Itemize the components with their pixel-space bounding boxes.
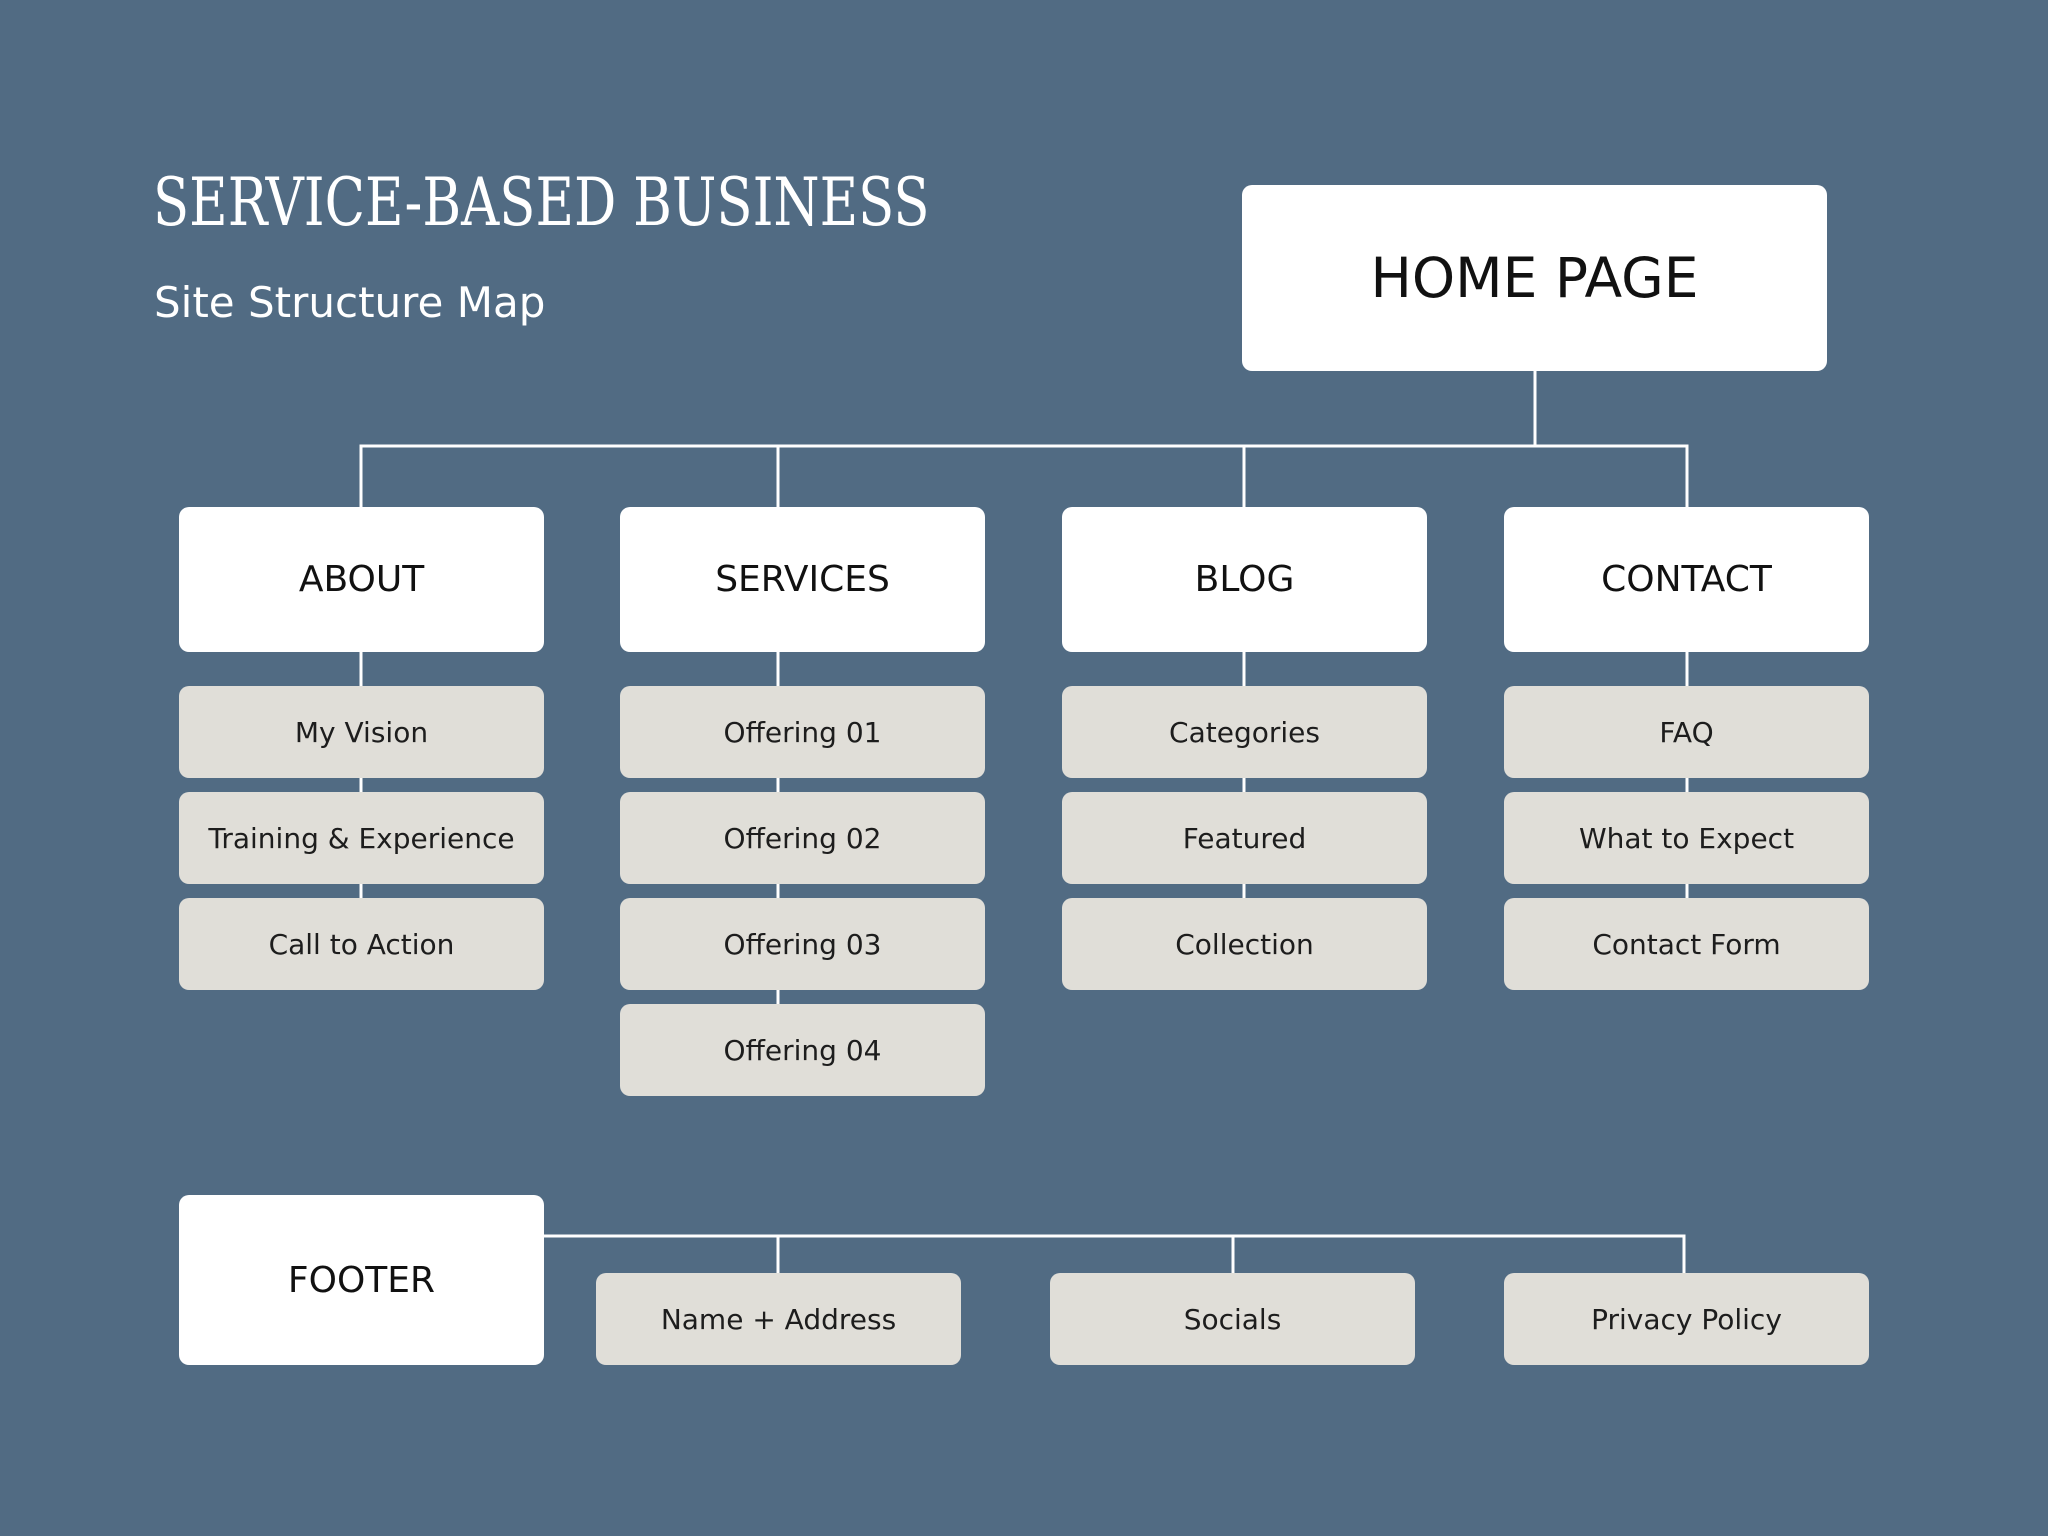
services-offering-01-node: Offering 01	[620, 686, 985, 778]
about-training-experience-node: Training & Experience	[179, 792, 544, 884]
services-offering-04-node: Offering 04	[620, 1004, 985, 1096]
contact-faq-node: FAQ	[1504, 686, 1869, 778]
blog-section-node: BLOG	[1062, 507, 1427, 652]
services-offering-03-node: Offering 03	[620, 898, 985, 990]
footer-name-address-node: Name + Address	[596, 1273, 961, 1365]
page-title: SERVICE-BASED BUSINESS	[153, 164, 930, 241]
about-my-vision-node: My Vision	[179, 686, 544, 778]
footer-privacy-policy-node: Privacy Policy	[1504, 1273, 1869, 1365]
home-page-node: HOME PAGE	[1242, 185, 1827, 371]
contact-what-to-expect-node: What to Expect	[1504, 792, 1869, 884]
contact-section-node: CONTACT	[1504, 507, 1869, 652]
blog-categories-node: Categories	[1062, 686, 1427, 778]
about-call-to-action-node: Call to Action	[179, 898, 544, 990]
page-subtitle: Site Structure Map	[154, 278, 546, 327]
services-offering-02-node: Offering 02	[620, 792, 985, 884]
blog-collection-node: Collection	[1062, 898, 1427, 990]
footer-socials-node: Socials	[1050, 1273, 1415, 1365]
contact-form-node: Contact Form	[1504, 898, 1869, 990]
about-section-node: ABOUT	[179, 507, 544, 652]
blog-featured-node: Featured	[1062, 792, 1427, 884]
services-section-node: SERVICES	[620, 507, 985, 652]
footer-node: FOOTER	[179, 1195, 544, 1365]
